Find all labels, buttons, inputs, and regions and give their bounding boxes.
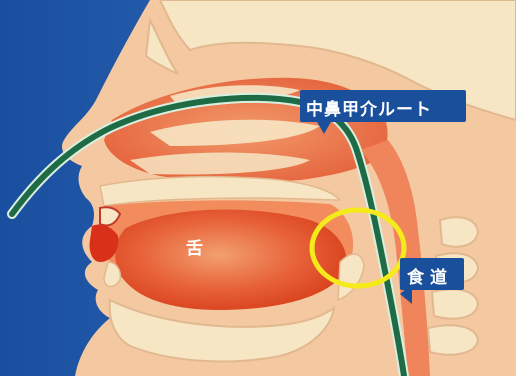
route-callout-pointer (316, 120, 332, 134)
esophagus-label: 食道 (407, 263, 453, 288)
route-callout: 中鼻甲介ルート (300, 90, 466, 122)
tongue-label: 舌 (186, 234, 203, 259)
esophagus-callout-pointer (400, 284, 412, 304)
route-label: 中鼻甲介ルート (306, 95, 432, 120)
